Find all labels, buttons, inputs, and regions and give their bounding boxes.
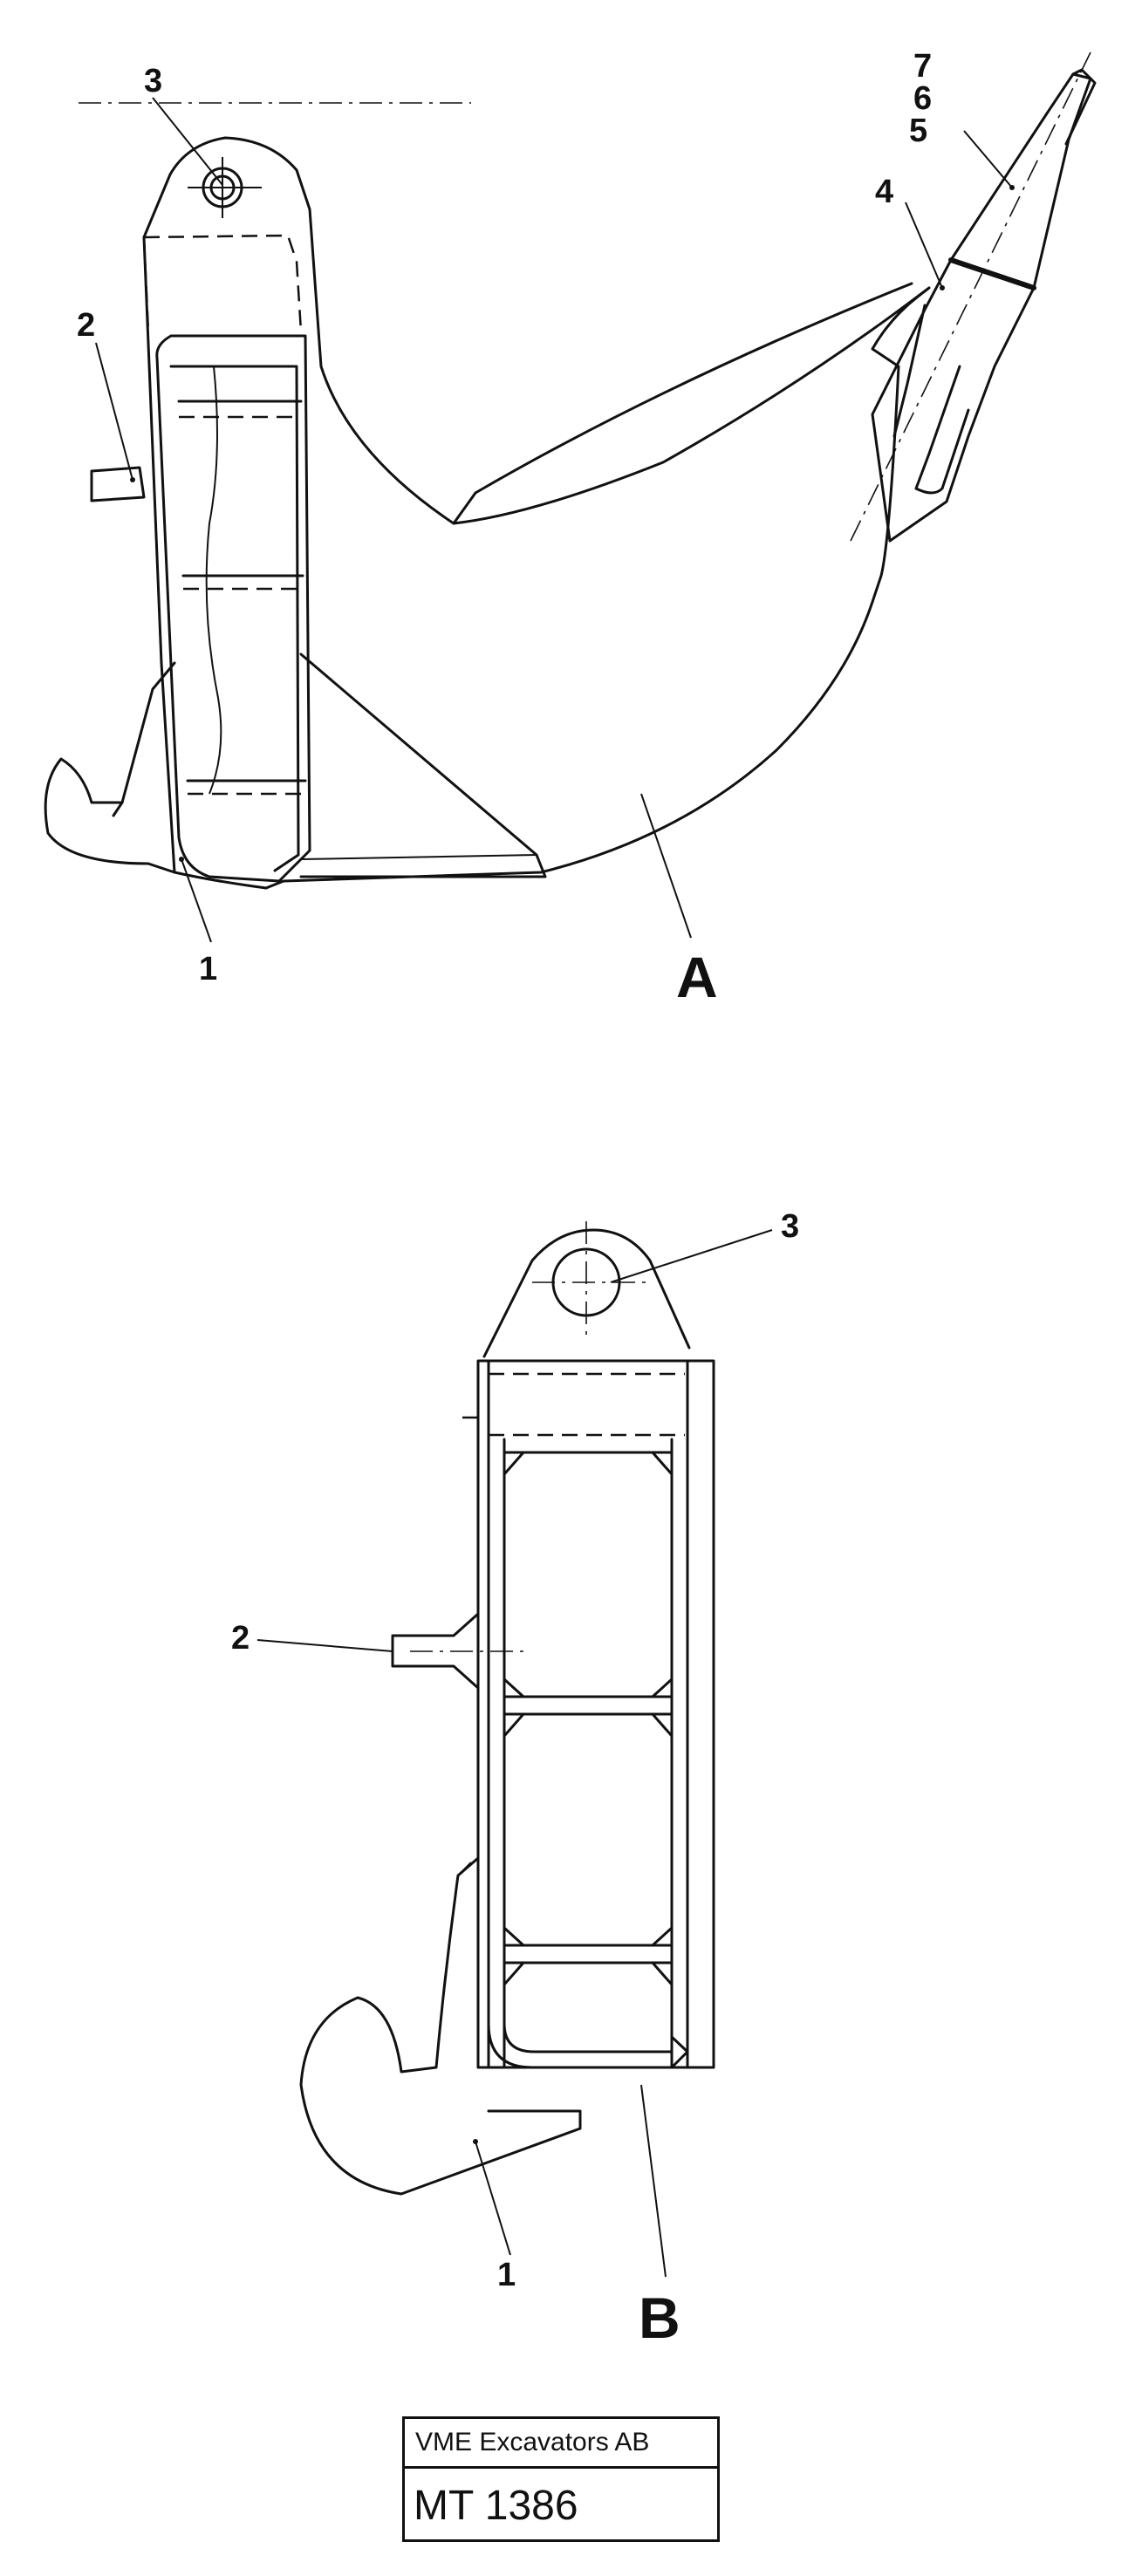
tooth-adapter-a — [871, 258, 1036, 543]
callout-b-3: 3 — [781, 1208, 799, 1245]
callout-a-6: 6 — [913, 80, 932, 117]
pin-lug-b — [482, 1228, 691, 1358]
callout-a-1: 1 — [199, 951, 217, 987]
company-name: VME Excavators AB — [405, 2419, 717, 2469]
title-block: VME Excavators AB MT 1386 — [402, 2416, 720, 2542]
side-lug-a — [90, 466, 146, 502]
callout-b-2: 2 — [231, 1620, 250, 1657]
ripper-shank-outline — [142, 136, 931, 890]
callout-a-4: 4 — [875, 174, 893, 210]
callout-a-2: 2 — [77, 307, 95, 344]
view-label-a: A — [676, 945, 718, 1009]
callout-a-7: 7 — [913, 48, 932, 85]
callout-b-1: 1 — [497, 2257, 516, 2293]
hook-b — [299, 1856, 582, 2196]
view-b: 3 2 1 B — [231, 1208, 799, 2350]
callout-a-5: 5 — [909, 113, 927, 149]
view-a: 3 2 1 4 7 6 5 A — [44, 48, 1097, 1009]
view-label-b: B — [639, 2286, 680, 2350]
drawing-number: MT 1386 — [414, 2482, 578, 2529]
callout-a-3: 3 — [144, 63, 162, 99]
hook-a — [44, 661, 176, 874]
